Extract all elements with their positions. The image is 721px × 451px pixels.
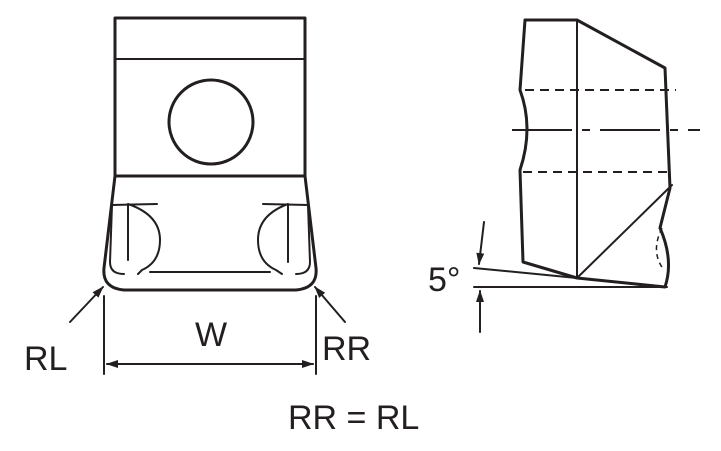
rr-leader-arrow xyxy=(314,286,346,323)
angle-label: 5° xyxy=(428,261,461,299)
rl-leader-arrow xyxy=(69,286,104,323)
left-chip-breaker xyxy=(127,203,161,275)
cutting-head-outline xyxy=(102,174,318,292)
side-profile-outline xyxy=(518,18,672,289)
cutting-edge-contour xyxy=(109,203,311,275)
angle-inclined-line xyxy=(473,267,578,279)
angle-arrow-down xyxy=(476,221,485,265)
rl-label: RL xyxy=(24,340,67,378)
hidden-curve xyxy=(655,227,665,271)
equation-label: RR = RL xyxy=(288,399,419,437)
clamp-hole xyxy=(167,78,255,166)
insert-upper-body xyxy=(113,16,307,178)
rr-label: RR xyxy=(322,330,371,368)
relief-face-line xyxy=(576,184,673,279)
right-chip-breaker xyxy=(257,203,289,275)
side-view xyxy=(473,18,700,333)
front-view xyxy=(69,16,346,375)
width-label: W xyxy=(195,316,227,354)
